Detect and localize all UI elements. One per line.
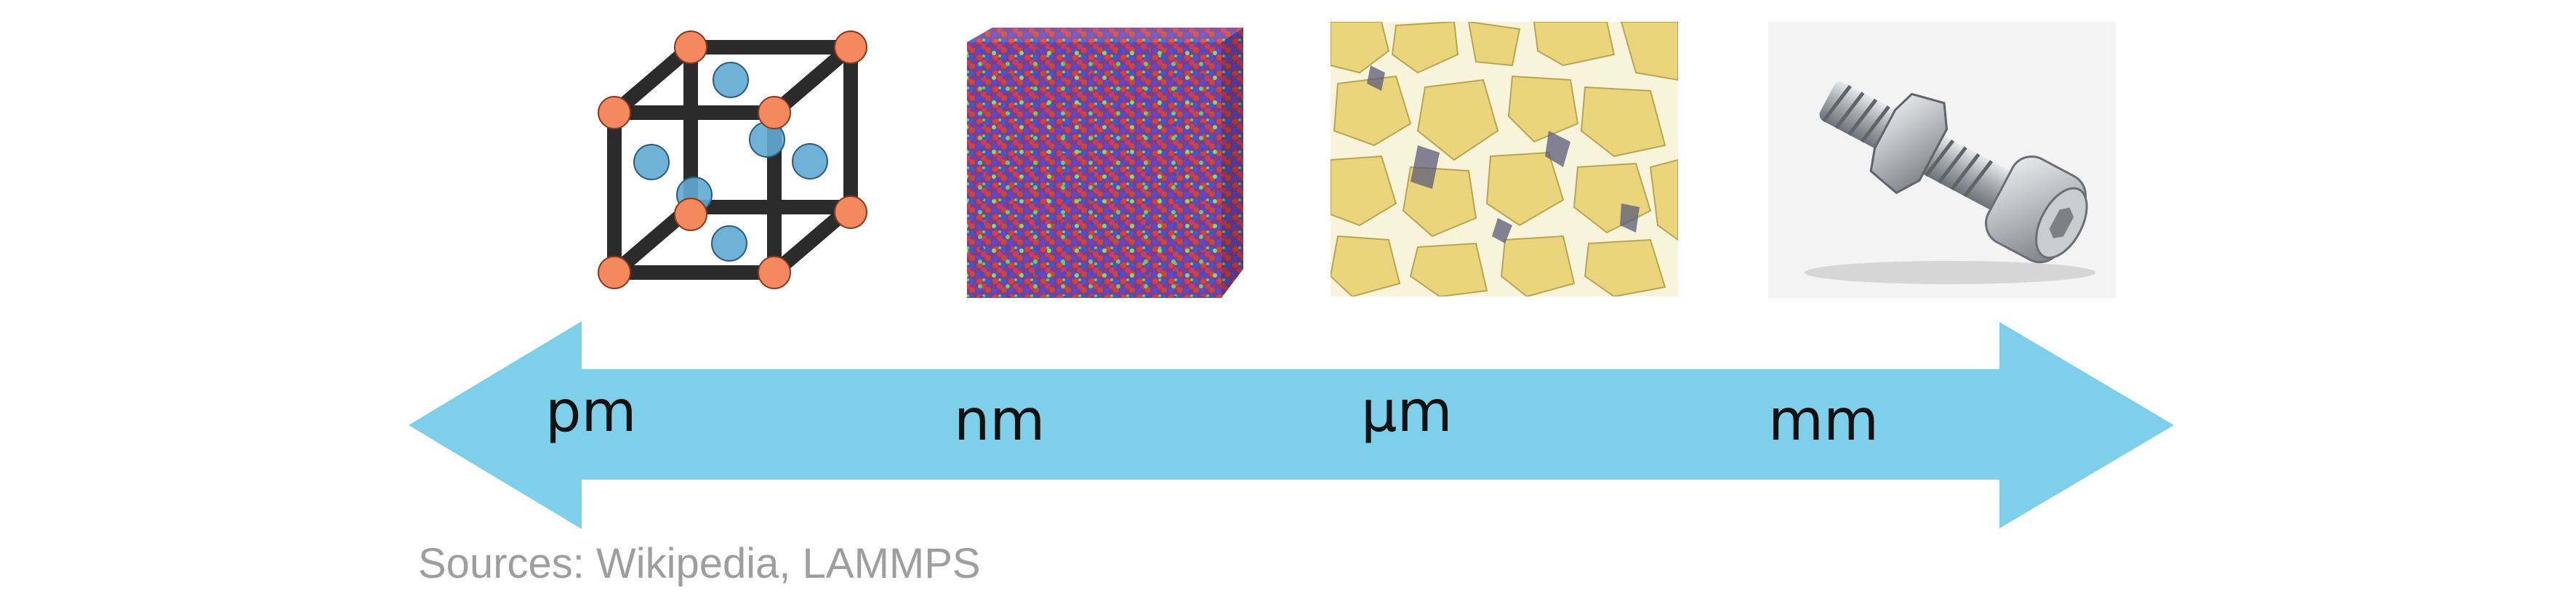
center-atoms — [633, 62, 828, 262]
corner-atoms — [598, 31, 867, 289]
bcc-lattice-diagram — [582, 22, 887, 298]
threads — [1821, 84, 1994, 198]
scale-label-nm: nm — [954, 388, 1046, 453]
arrow-shape — [409, 321, 2174, 529]
bolt-and-nut-photo — [1768, 22, 2116, 298]
metallographic-micrograph — [1331, 22, 1678, 297]
atomistic-simulation-cube — [960, 22, 1251, 305]
scale-label-um: µm — [1361, 379, 1453, 445]
dark-phase — [1367, 65, 1640, 243]
scale-label-mm: mm — [1768, 388, 1879, 453]
grains — [1331, 22, 1678, 297]
sources-caption: Sources: Wikipedia, LAMMPS — [418, 540, 981, 587]
scale-label-pm: pm — [545, 379, 637, 445]
